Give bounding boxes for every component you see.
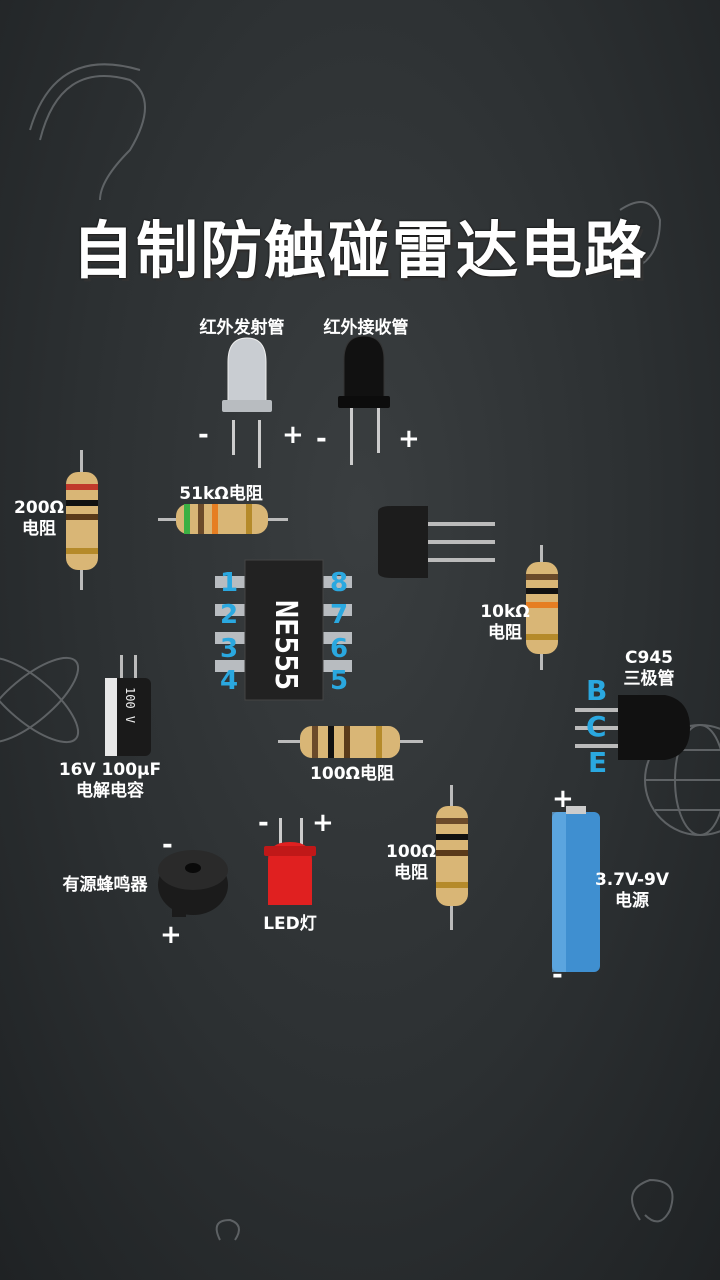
buzzer-label: 有源蜂鸣器 <box>62 875 148 895</box>
c945-label-line2: 三极管 <box>623 669 675 689</box>
resistor-51k-ohm <box>158 504 288 534</box>
ir-receiver-component <box>338 335 390 465</box>
ir-emitter-plus: + <box>282 420 304 450</box>
led-minus: - <box>258 808 269 838</box>
ir-receiver-minus: - <box>316 424 327 454</box>
led-plus: + <box>312 808 334 838</box>
res-100-vertical-label-line2: 电阻 <box>394 863 428 883</box>
resistor-100-ohm-horizontal <box>278 726 423 758</box>
chip-name: NE555 <box>268 600 303 691</box>
buzzer-cylinder-top <box>378 506 495 578</box>
transistor-pin-e: E <box>588 746 608 779</box>
electrolytic-capacitor <box>105 655 151 756</box>
capacitor-print: 100 V <box>123 687 137 724</box>
chip-pin-4: 4 <box>220 666 239 696</box>
ir-emitter-component <box>222 337 272 468</box>
chip-pin-3: 3 <box>220 634 239 664</box>
ir-receiver-label: 红外接收管 <box>323 318 409 338</box>
ne555-chip <box>215 559 352 701</box>
question-mark-doodle <box>39 75 146 201</box>
res-51k-label: 51kΩ电阻 <box>179 484 263 504</box>
res-100-vertical-label-line1: 100Ω <box>386 842 436 862</box>
chip-pin-6: 6 <box>330 634 349 664</box>
resistor-100-ohm-vertical <box>436 785 468 930</box>
spiral-doodle <box>631 1178 674 1223</box>
c945-label-line1: C945 <box>625 648 673 668</box>
atom-doodle <box>0 656 80 744</box>
capacitor-label-line1: 16V 100µF <box>58 760 162 780</box>
res-10k-label-line1: 10kΩ <box>480 602 530 622</box>
res-10k-label-line2: 电阻 <box>488 623 522 643</box>
ir-emitter-minus: - <box>198 420 209 450</box>
led-label: LED灯 <box>263 914 317 934</box>
buzzer-plus: + <box>160 920 182 950</box>
ir-emitter-label: 红外发射管 <box>199 318 285 338</box>
resistor-200-ohm <box>66 450 98 590</box>
capacitor-label-line2: 电解电容 <box>76 781 144 801</box>
battery-plus: + <box>552 784 574 814</box>
res-100-horizontal-label: 100Ω电阻 <box>310 764 394 784</box>
battery-minus: - <box>552 960 563 990</box>
chip-pin-5: 5 <box>330 666 349 696</box>
transistor-pin-b: B <box>586 674 608 707</box>
chip-pin-8: 8 <box>330 568 349 598</box>
res-200-label-line1: 200Ω <box>14 498 64 518</box>
chip-pin-7: 7 <box>330 600 349 630</box>
active-buzzer <box>158 850 228 917</box>
battery <box>552 806 600 972</box>
resistor-10k-ohm <box>526 545 558 670</box>
red-led <box>264 818 316 905</box>
power-label-line2: 电源 <box>615 891 649 911</box>
res-200-label-line2: 电阻 <box>22 519 56 539</box>
buzzer-minus: - <box>162 830 173 860</box>
power-label-line1: 3.7V-9V <box>594 870 670 890</box>
chip-pin-2: 2 <box>220 600 239 630</box>
ir-receiver-plus: + <box>398 424 420 454</box>
transistor-pin-c: C <box>586 710 607 743</box>
chip-pin-1: 1 <box>220 568 239 598</box>
page-title: 自制防触碰雷达电路 <box>71 214 648 287</box>
c945-transistor <box>575 695 690 760</box>
